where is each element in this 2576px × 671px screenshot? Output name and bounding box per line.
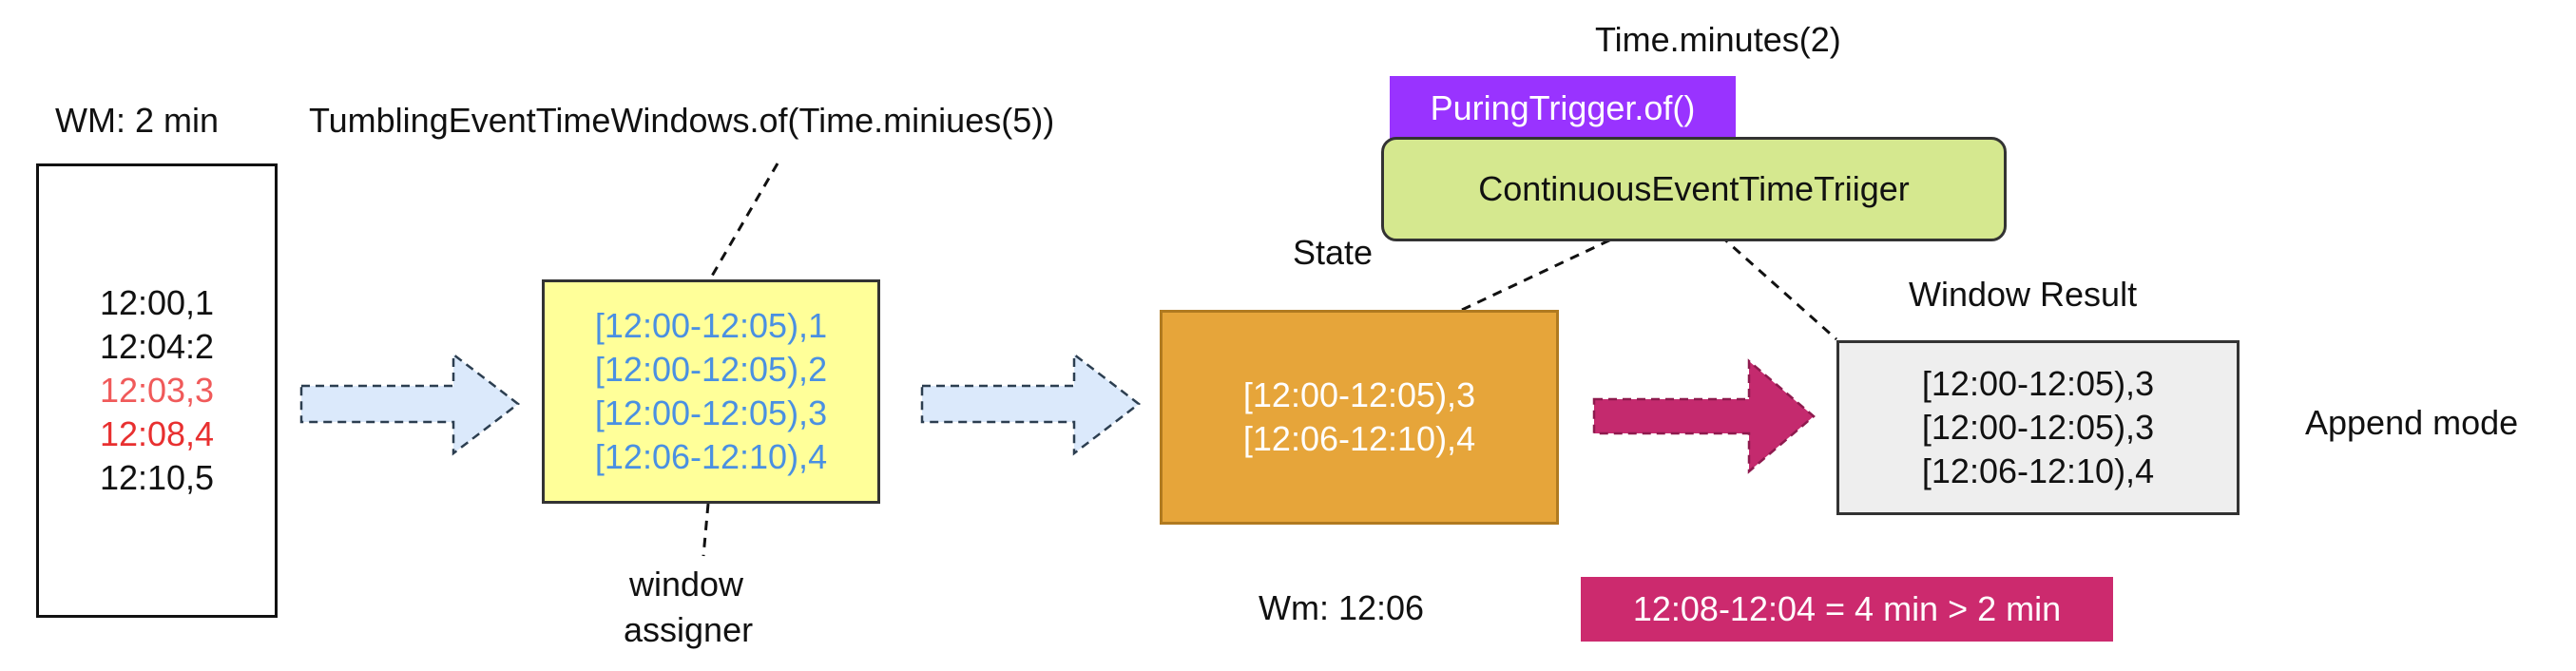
- purging-trigger-label: PuringTrigger.of(): [1430, 88, 1696, 127]
- purging-trigger-box: PuringTrigger.of(): [1390, 76, 1736, 143]
- event-item: 12:00,1: [99, 283, 215, 322]
- continuous-trigger-label: ContinuousEventTimeTriiger: [1478, 169, 1910, 208]
- continuous-trigger-box: ContinuousEventTimeTriiger: [1381, 137, 2007, 241]
- window-result-box: [12:00-12:05),3 [12:00-12:05),3 [12:06-1…: [1836, 340, 2240, 515]
- window-result-label: Window Result: [1909, 275, 2138, 314]
- state-item: [12:06-12:10),4: [1242, 419, 1476, 458]
- arrow-source-to-assigner: [299, 352, 521, 456]
- watermark-delay-label: WM: 2 min: [55, 101, 220, 140]
- late-check-note: 12:08-12:04 = 4 min > 2 min: [1581, 577, 2113, 642]
- window-assigner-caption-line2: assigner: [624, 610, 754, 649]
- event-item-watermark-advance: 12:08,4: [99, 414, 215, 453]
- output-mode-label: Append mode: [2305, 403, 2519, 442]
- window-result-item: [12:00-12:05),3: [1921, 364, 2155, 403]
- late-check-note-text: 12:08-12:04 = 4 min > 2 min: [1632, 589, 2062, 628]
- state-watermark-label: Wm: 12:06: [1259, 588, 1425, 627]
- event-item: 12:04:2: [99, 327, 215, 366]
- assigner-caption-leader: [702, 503, 710, 557]
- state-label: State: [1293, 233, 1374, 272]
- state-item: [12:00-12:05),3: [1242, 375, 1476, 414]
- window-result-item: [12:00-12:05),3: [1921, 408, 2155, 447]
- state-trigger-leader: [1461, 238, 1612, 312]
- trigger-result-leader: [1720, 234, 1837, 341]
- window-assignment-item: [12:00-12:05),2: [594, 350, 828, 389]
- event-item-late: 12:03,3: [99, 371, 215, 410]
- state-box: [12:00-12:05),3 [12:06-12:10),4: [1160, 310, 1559, 525]
- trigger-interval-label: Time.minutes(2): [1595, 20, 1841, 59]
- event-item: 12:10,5: [99, 458, 215, 497]
- window-assignment-item: [12:00-12:05),3: [594, 393, 828, 432]
- assigner-title-leader: [709, 163, 779, 278]
- arrow-state-to-result: [1592, 358, 1816, 474]
- event-stream-box: 12:00,1 12:04:2 12:03,3 12:08,4 12:10,5: [36, 163, 278, 618]
- window-assigner-caption-line1: window: [629, 565, 744, 604]
- window-assignment-item: [12:00-12:05),1: [594, 306, 828, 345]
- window-result-item: [12:06-12:10),4: [1921, 451, 2155, 490]
- window-assignment-item: [12:06-12:10),4: [594, 437, 828, 476]
- window-assigner-title: TumblingEventTimeWindows.of(Time.miniues…: [309, 101, 1055, 140]
- window-assigner-box: [12:00-12:05),1 [12:00-12:05),2 [12:00-1…: [542, 279, 880, 504]
- arrow-assigner-to-state: [920, 352, 1142, 456]
